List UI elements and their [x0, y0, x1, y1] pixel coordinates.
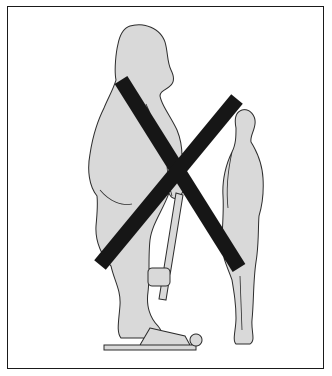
- scale-handle: [148, 268, 170, 286]
- scale-platform: [104, 345, 196, 350]
- small-person-figure: [222, 110, 263, 344]
- small-person-silhouette: [222, 110, 263, 344]
- scale-wheel: [190, 334, 202, 346]
